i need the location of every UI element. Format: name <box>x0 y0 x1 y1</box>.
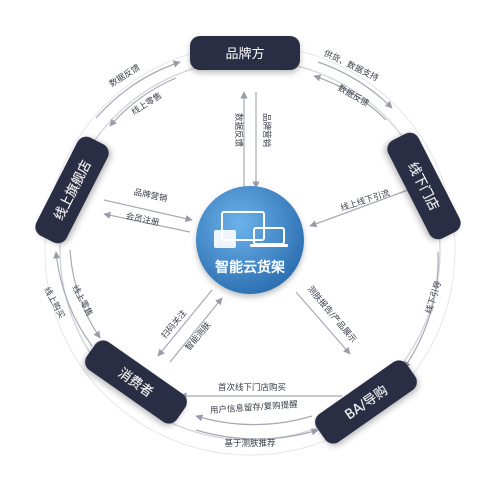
hub: 智能云货架 <box>196 186 304 294</box>
label-hub-flagship-2: 会员注册 <box>125 211 161 229</box>
label-hub-ba: 测肤报告/产品展示 <box>305 284 359 345</box>
arrow-consumer-flagship-2 <box>69 249 101 339</box>
arrow-brand-store-1 <box>317 61 393 109</box>
ring-arrows <box>53 60 439 440</box>
label-hub-store: 线上线下引流 <box>339 187 391 213</box>
node-brand: 品牌方 <box>190 36 300 70</box>
arrow-hub-flagship-1 <box>103 199 193 223</box>
node-flagship: 线上旗舰店 <box>35 136 109 244</box>
node-consumer: 消费者 <box>85 340 187 424</box>
label-consumer-flagship-1: 线上零售 <box>69 283 95 318</box>
arrow-hub-flagship-2 <box>103 211 191 233</box>
arrow-ba-consumer-2 <box>195 428 319 440</box>
arrow-consumer-flagship-1 <box>53 251 93 347</box>
arrow-brand-store-2 <box>313 74 387 121</box>
label-flagship-brand-1: 数据反馈 <box>107 62 142 90</box>
arrow-flagship-brand-1 <box>95 60 181 119</box>
node-ba: BA/导购 <box>315 360 417 444</box>
label-ba-consumer-2: 基于测肤推荐 <box>224 438 276 449</box>
node-brand-label: 品牌方 <box>225 46 264 62</box>
label-hub-brand-2: 品牌营销 <box>261 113 272 148</box>
hub-label: 智能云货架 <box>214 259 285 276</box>
label-hub-consumer-2: 智能测肤 <box>183 319 214 352</box>
arrow-hub-store <box>309 189 409 228</box>
arrow-ba-consumer-1 <box>195 414 313 426</box>
arrow-hub-consumer-1 <box>157 289 213 357</box>
spoke-arrows <box>103 91 409 400</box>
device-icon <box>214 211 288 248</box>
arrow-store-ba <box>403 251 439 369</box>
label-store-ba: 线下引导 <box>423 279 444 315</box>
arrow-flagship-brand-2 <box>109 77 177 127</box>
arrow-hub-ba <box>295 291 351 355</box>
arrow-hub-consumer-2 <box>169 297 223 363</box>
label-ba-consumer-1: 用户信息留存/复购提醒 <box>210 399 299 416</box>
label-consumer-store: 首次线下门店购买 <box>218 382 286 393</box>
label-hub-brand-1: 数据反馈 <box>233 113 244 148</box>
label-hub-flagship-1: 品牌营销 <box>133 187 169 205</box>
node-store: 线下门店 <box>387 132 461 240</box>
